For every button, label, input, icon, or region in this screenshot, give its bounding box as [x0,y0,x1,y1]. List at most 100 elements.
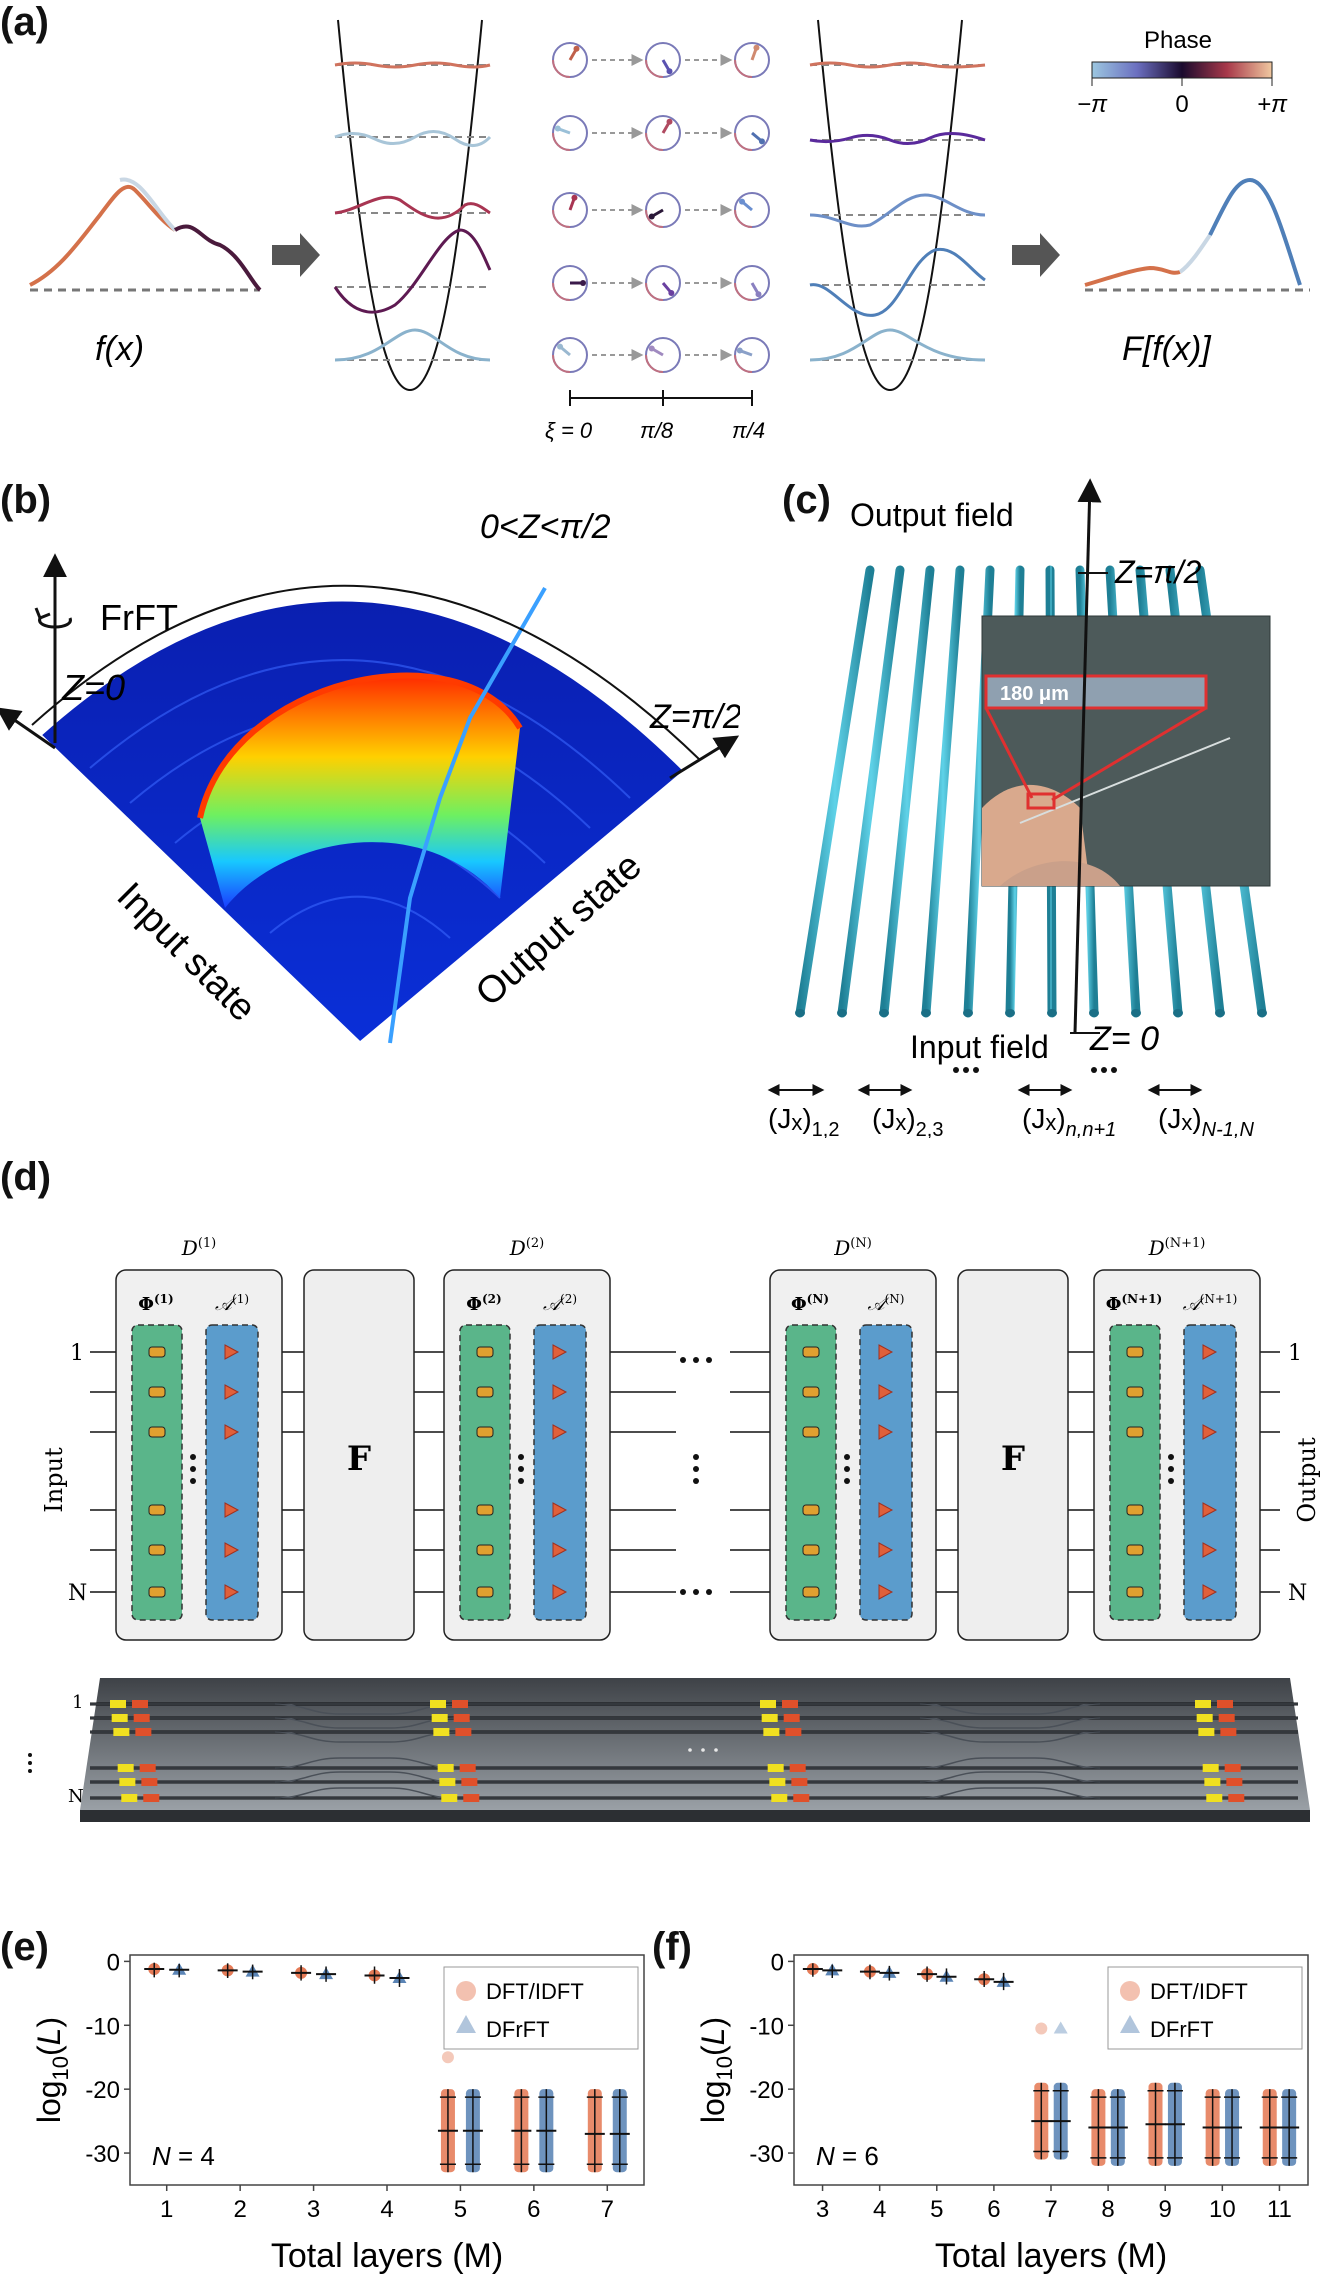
d-block-label: D(1) [181,1236,216,1260]
amplitude-pad [463,1794,480,1802]
f-block-2 [957,1269,1069,1641]
phasor-circle [645,192,681,228]
row-label-1: 1 [70,1341,84,1366]
x-tick-label: 7 [601,2196,614,2223]
phase-pad [437,1764,454,1772]
x-tick-label: 3 [307,2196,320,2223]
phasor-circle [734,265,770,301]
phase-shifter [802,1426,820,1438]
input-function-label: f(x) [95,330,144,368]
phase-pad [1198,1728,1215,1736]
y-axis-label: log10(L) [31,2017,73,2123]
x-tick-label: 4 [380,2196,393,2223]
legend [443,1966,639,2050]
phasor-circle [645,337,681,373]
amplitude-pad [1226,1778,1243,1786]
phasor-circle [645,42,681,78]
phase-shifter [476,1386,494,1398]
output-label: Output [1293,1437,1321,1523]
phasor-circle [734,42,770,78]
d-block: D(N)Φ(N)𝒜(N) [769,1236,937,1641]
d-block-label: D(N+1) [1148,1236,1206,1260]
xi-axis: ξ = 0 π/8 π/4 [545,390,765,443]
phase-shifter [476,1504,494,1516]
x-axis-label: Total layers (M) [271,2237,503,2275]
phase-pad [110,1700,126,1708]
svg-text:(Jx)n,n+1: (Jx)n,n+1 [1022,1103,1116,1138]
frft-surface [200,675,520,908]
amplitude-pad [793,1794,810,1802]
x-tick-label: 8 [1101,2196,1114,2223]
coupling-labels: (Jx)1,2 (Jx)2,3 (Jx)n,n+1 (Jx)N-1,N [767,1067,1254,1138]
legend-marker [456,2015,476,2033]
amplifier-triangle [224,1542,240,1558]
phase-shifter [148,1544,166,1556]
outlier-point [1035,2022,1048,2035]
amplitude-pad [452,1700,468,1708]
xi-tick-1: π/8 [640,418,674,443]
left-harmonic-potential [333,19,492,392]
waveguide-end [1173,1009,1183,1017]
xi-tick-2: π/4 [732,418,765,443]
d-block-label: D(2) [509,1236,544,1260]
amplitude-pad [135,1728,152,1736]
amplitude-layer [533,1324,587,1621]
phase-shifter [1126,1386,1144,1398]
y-tick-label: -30 [85,2141,120,2168]
chip-row-1: 1 [72,1692,83,1713]
phase-shifter [802,1504,820,1516]
amplitude-pad [789,1764,806,1772]
scale-bar-label: 180 μm [1000,683,1069,705]
waveguide-end [1257,1009,1267,1017]
amplitude-pad [1217,1700,1233,1708]
phase-pad [767,1764,784,1772]
xi-tick-0: ξ = 0 [545,418,593,443]
amplifier-triangle [878,1584,894,1600]
z-top-label: Z=π/2 [1114,554,1202,590]
frft-rotation-label: FrFT [100,597,178,638]
waveguide-end [1215,1009,1225,1017]
y-axis-label: log10(L) [695,2017,737,2123]
row-label-1-out: 1 [1288,1341,1302,1366]
amplitude-pad [133,1714,150,1722]
phase-shifter [802,1586,820,1598]
amplitude-layer [205,1324,259,1621]
y-tick-label: -20 [85,2077,120,2104]
phase-layer [131,1324,183,1621]
ellipsis-dots [680,1357,712,1595]
panel-e-label: (e) [0,1925,49,1969]
waveguide-end [1005,1009,1015,1017]
colorbar-title: Phase [1144,27,1212,54]
outlier-point [1053,2021,1068,2034]
amplitude-pad [459,1764,476,1772]
phase-shifter [476,1426,494,1438]
phase-shifter [476,1346,494,1358]
right-harmonic-potential [809,19,986,392]
phase-shifter [1126,1426,1144,1438]
amplitude-layer [1183,1324,1237,1621]
amplifier-triangle [224,1384,240,1400]
y-tick-label: -10 [749,2013,784,2040]
phase-shifter [148,1386,166,1398]
x-tick-label: 2 [233,2196,246,2223]
input-field-label: Input field [910,1029,1049,1065]
amplitude-pad [1218,1714,1235,1722]
phase-pad [433,1728,450,1736]
y-tick-label: -10 [85,2013,120,2040]
zend-label: Z=π/2 [649,698,740,736]
amplitude-pad [139,1764,156,1772]
legend-label: DFT/IDFT [486,1979,584,2004]
phase-pad [439,1778,456,1786]
phase-shifter [1126,1544,1144,1556]
phase-pad [1206,1794,1223,1802]
amplifier-triangle [224,1344,240,1360]
right-arrow-icon [1012,233,1060,277]
waveguide-end [879,1009,889,1017]
amplifier-triangle [1202,1502,1218,1518]
waveguide-end [795,1009,805,1017]
phase-layer [459,1324,511,1621]
amplitude-pad [453,1714,470,1722]
panel-d: D(1)Φ(1)𝒜(1)D(2)Φ(2)𝒜(2)D(N)Φ(N)𝒜(N)D(N+… [28,1236,1321,1822]
phase-pad [760,1700,776,1708]
